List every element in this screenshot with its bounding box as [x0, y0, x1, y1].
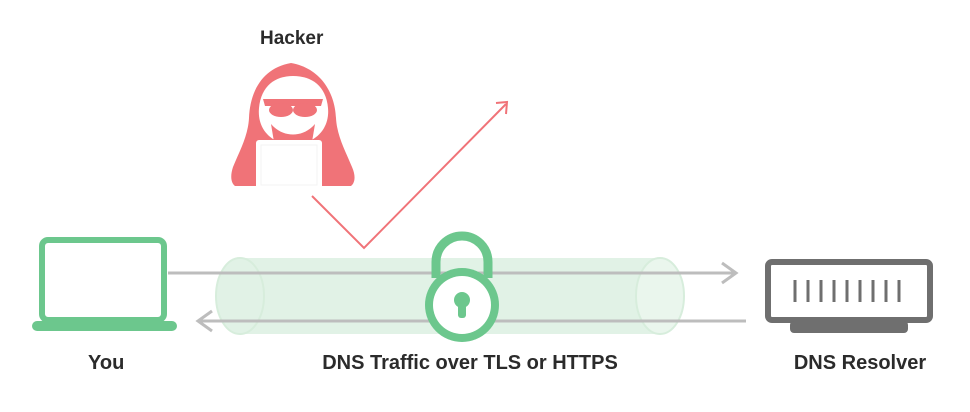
laptop-icon: [32, 237, 177, 331]
hacker-label: Hacker: [260, 28, 324, 49]
hooded-hacker-icon: [231, 63, 355, 190]
you-label: You: [88, 352, 125, 374]
tunnel-label: DNS Traffic over TLS or HTTPS: [322, 352, 618, 374]
padlock-icon: [425, 231, 499, 342]
interception-path: [311, 100, 509, 250]
resolver-label: DNS Resolver: [793, 352, 927, 374]
server-icon: [765, 259, 933, 333]
